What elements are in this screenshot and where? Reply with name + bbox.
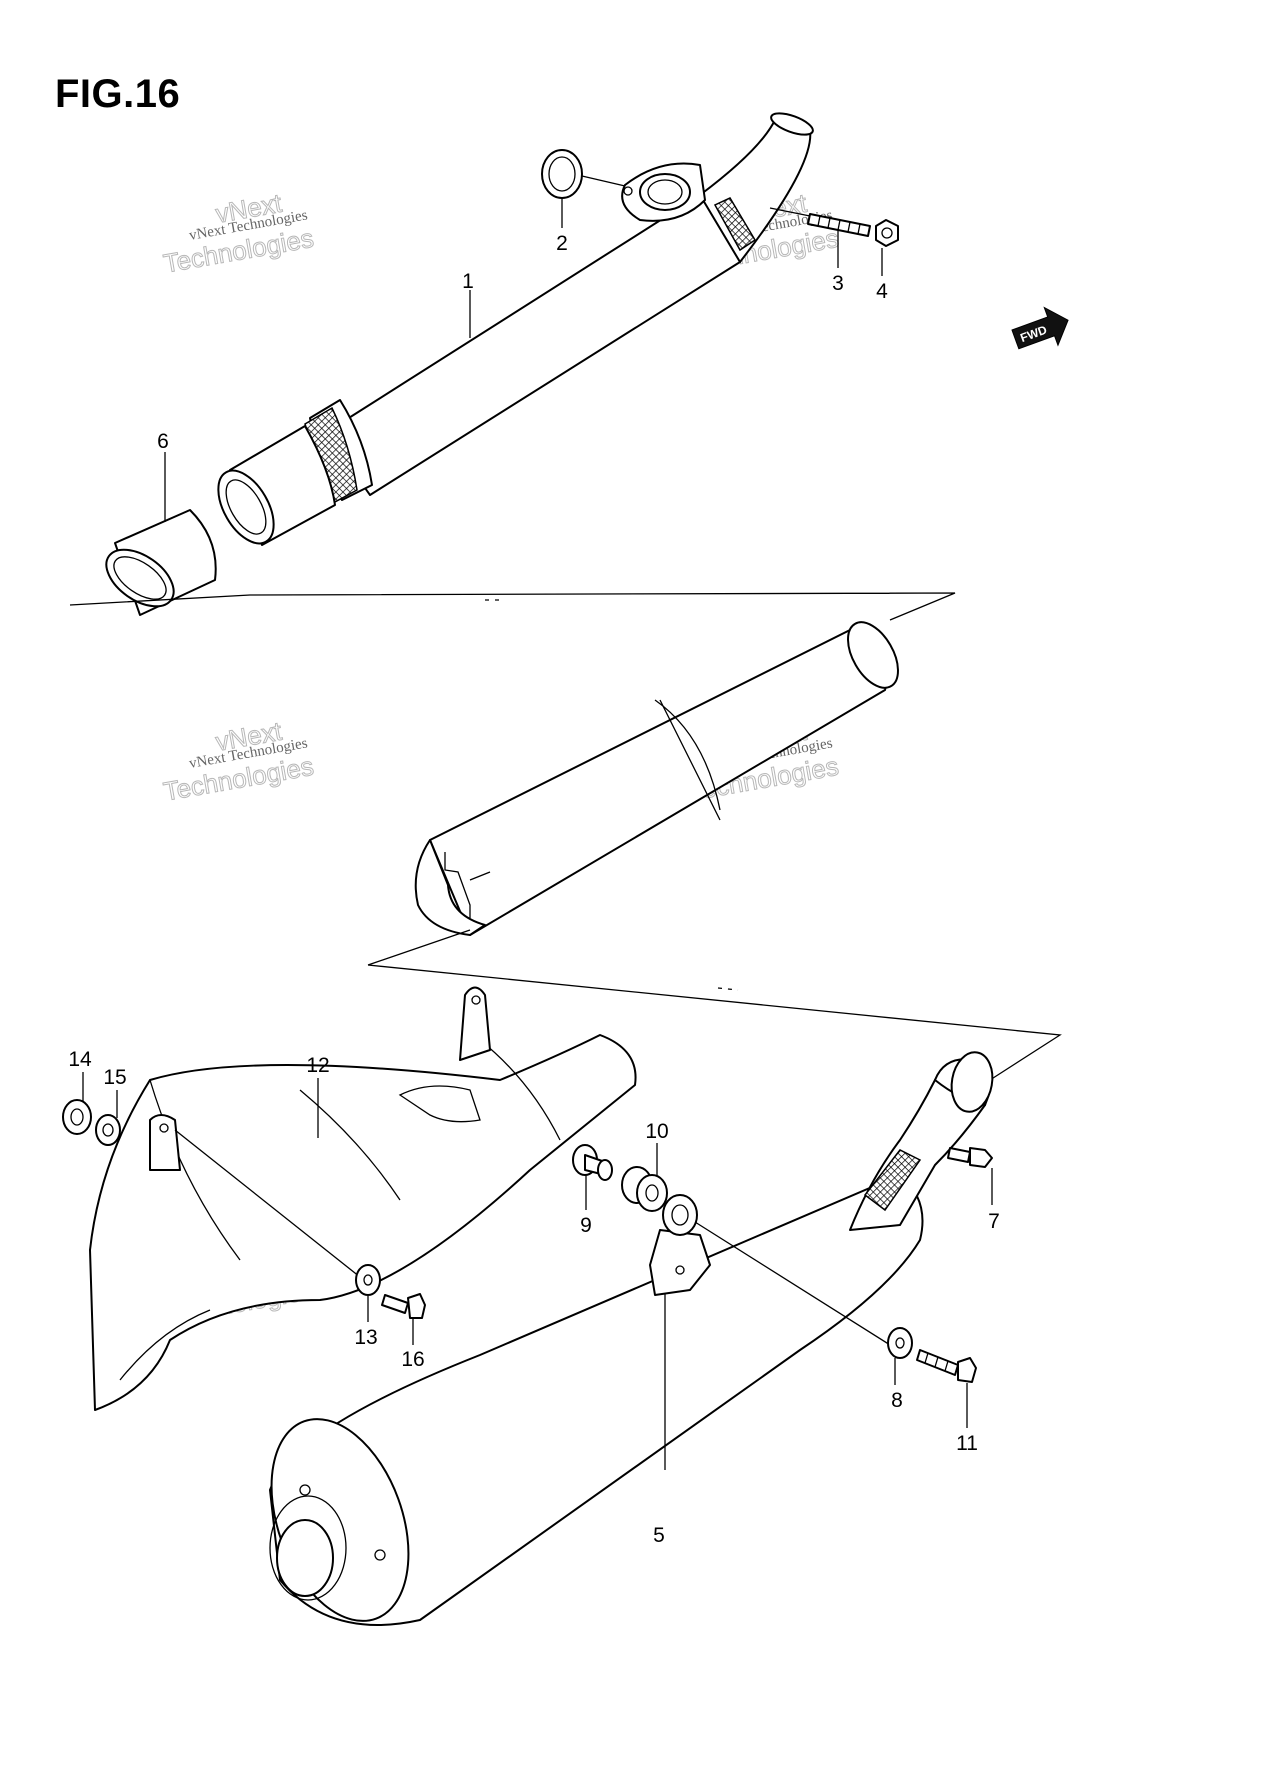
callout-12: 12 bbox=[306, 1054, 329, 1077]
callout-5: 5 bbox=[653, 1524, 665, 1547]
stud-bolt-3 bbox=[769, 207, 871, 237]
callout-10: 10 bbox=[645, 1120, 668, 1143]
callout-4: 4 bbox=[876, 280, 888, 303]
fwd-arrow-icon: FWD bbox=[1011, 306, 1069, 350]
grommet-10 bbox=[621, 1166, 668, 1212]
leader-lines bbox=[82, 198, 993, 1428]
washer-8 bbox=[887, 1327, 913, 1359]
callout-8: 8 bbox=[891, 1389, 903, 1412]
callout-15: 15 bbox=[103, 1066, 126, 1089]
callout-1: 1 bbox=[462, 270, 474, 293]
callout-3: 3 bbox=[832, 272, 844, 295]
callout-7: 7 bbox=[988, 1210, 1000, 1233]
washer-13 bbox=[355, 1264, 381, 1296]
separator-line-2 bbox=[367, 929, 471, 966]
washer-14 bbox=[62, 1099, 92, 1135]
bolt-7 bbox=[947, 1147, 993, 1168]
muffler-bracket bbox=[649, 1229, 711, 1296]
connector-tube bbox=[414, 621, 899, 936]
callout-11: 11 bbox=[956, 1432, 978, 1455]
figure-title: FIG.16 bbox=[55, 72, 181, 116]
exhaust-pipe bbox=[217, 112, 814, 546]
collar-9 bbox=[572, 1144, 613, 1181]
mount-ring bbox=[662, 1194, 899, 1351]
separator-line-1 bbox=[69, 592, 956, 621]
callout-9: 9 bbox=[580, 1214, 592, 1237]
callout-labels: 1 2 3 4 6 14 15 12 10 9 7 13 16 8 11 5 bbox=[68, 232, 1000, 1547]
bolt-11 bbox=[916, 1349, 977, 1383]
callout-16: 16 bbox=[401, 1348, 424, 1371]
callout-6: 6 bbox=[157, 430, 169, 453]
callout-2: 2 bbox=[556, 232, 568, 255]
callout-14: 14 bbox=[68, 1048, 92, 1071]
nut-4 bbox=[875, 219, 899, 247]
muffler-inlet-pipe bbox=[849, 1051, 994, 1231]
bushing-15 bbox=[95, 1114, 121, 1146]
bolt-16 bbox=[381, 1293, 426, 1319]
gasket-6 bbox=[105, 509, 217, 616]
gasket-2 bbox=[541, 149, 626, 199]
callout-13: 13 bbox=[354, 1326, 377, 1349]
muffler-5 bbox=[269, 1174, 924, 1626]
heat-shield-12 bbox=[89, 986, 637, 1411]
